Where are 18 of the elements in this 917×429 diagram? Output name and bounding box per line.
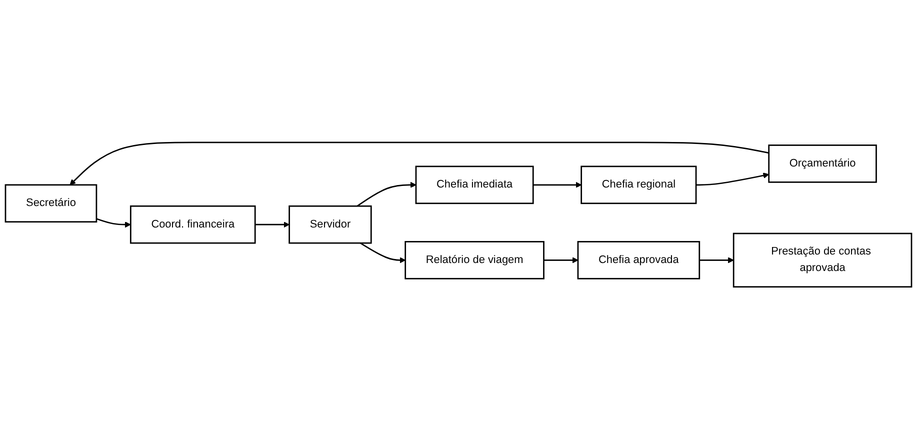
arrow	[255, 221, 290, 228]
arrow	[356, 182, 416, 206]
node-box: Relatório de viagem	[404, 240, 544, 280]
node-box: Prestação de contas aprovada	[732, 232, 912, 288]
node-box: Chefia aprovada	[577, 240, 700, 280]
arrow	[96, 218, 131, 228]
arrow	[696, 172, 770, 186]
arrow	[699, 256, 734, 263]
node-box: Chefia imediata	[415, 166, 534, 204]
arrow	[533, 182, 582, 188]
node-box: Servidor	[288, 205, 372, 244]
arrow	[360, 242, 406, 263]
node-box: Secretário	[4, 184, 98, 222]
arrow	[70, 142, 769, 185]
node-box: Chefia regional	[580, 166, 697, 204]
arrow	[544, 256, 578, 263]
node-box: Coord. financeira	[130, 205, 256, 244]
node-box: Orçamentário	[768, 144, 877, 183]
